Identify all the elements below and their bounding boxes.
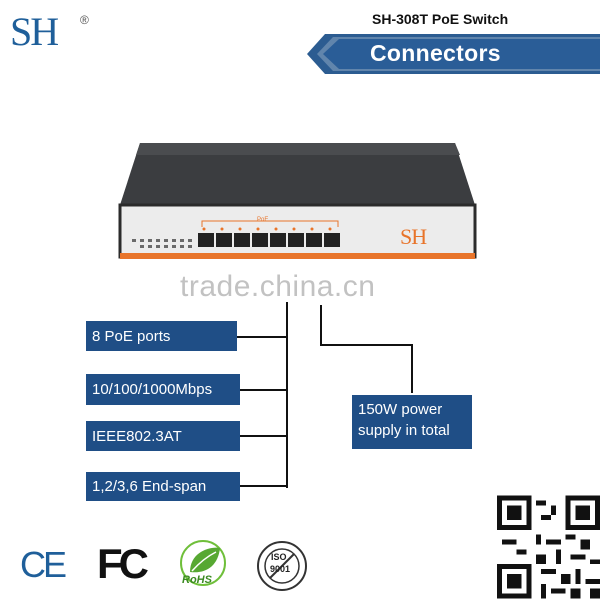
watermark: trade.china.cn <box>180 270 376 303</box>
product-title: SH-308T PoE Switch <box>372 11 509 27</box>
company-logo: SH ® <box>10 9 89 54</box>
poe-label: PoE <box>257 217 269 223</box>
rohs-leaf-icon <box>180 540 226 586</box>
qr-code-icon <box>497 495 600 599</box>
iso-label-bottom: 9001 <box>270 564 291 574</box>
power-line-1: 150W power <box>358 401 443 418</box>
feature-speed: 10/100/1000Mbps <box>86 374 240 405</box>
section-title: Connectors <box>370 40 501 66</box>
feature-end-span: 1,2/3,6 End-span <box>86 472 240 501</box>
iso-certification-icon <box>257 541 307 591</box>
poe-switch-image <box>118 143 477 259</box>
section-banner <box>307 34 600 74</box>
ce-certification-icon: CE <box>20 544 67 585</box>
device-brand-mark: SH <box>400 224 427 249</box>
iso-label-top: ISO <box>271 552 287 562</box>
fcc-certification-icon: FC <box>97 540 149 587</box>
feature-power-supply: 150W power supply in total <box>352 395 472 449</box>
rohs-label: RoHS <box>182 574 212 586</box>
logo-text: SH <box>10 9 59 54</box>
feature-poe-ports: 8 PoE ports <box>86 321 237 351</box>
power-line-2: supply in total <box>358 422 450 439</box>
registered-mark: ® <box>80 13 89 27</box>
feature-standard: IEEE802.3AT <box>86 421 240 451</box>
